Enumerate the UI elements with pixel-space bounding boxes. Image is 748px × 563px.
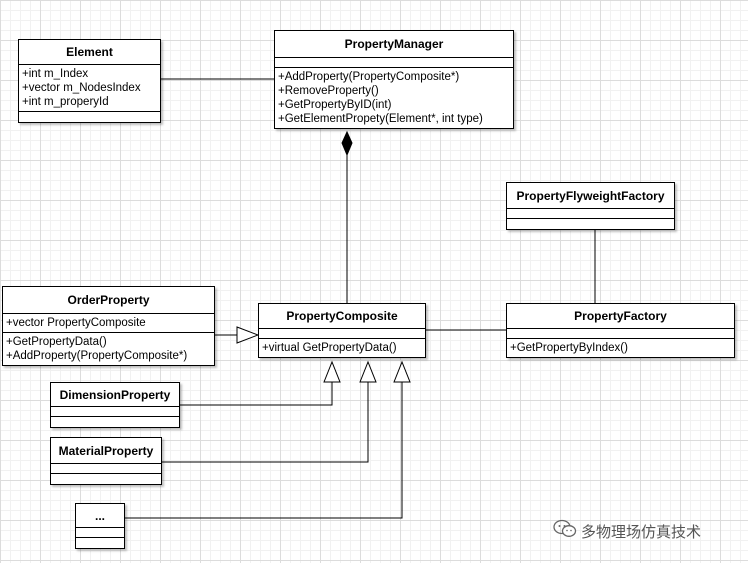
class-order-property[interactable]: OrderProperty +vector PropertyComposite … [2,286,215,366]
attributes-section [275,58,513,68]
method: +AddProperty(PropertyComposite*) [6,350,188,362]
class-name: ... [76,504,124,528]
attributes-section [507,329,734,339]
methods-section: +AddProperty(PropertyComposite*) +Remove… [275,68,513,128]
class-name: PropertyComposite [259,304,425,329]
attributes-section [51,407,179,417]
attribute: +vector PropertyComposite [6,317,146,329]
methods-section [51,417,179,427]
class-dimension-property[interactable]: DimensionProperty [50,382,180,428]
method: +GetPropertyByID(int) [278,99,392,111]
methods-section [19,112,160,122]
class-name: OrderProperty [3,287,214,314]
class-ellipsis[interactable]: ... [75,503,125,549]
composition-diamond [341,130,353,157]
method: +RemoveProperty() [278,85,379,97]
class-element[interactable]: Element +int m_Index +vector m_NodesInde… [18,39,161,123]
generalization-arrow-material [359,360,377,383]
watermark: 多物理场仿真技术 [553,519,701,543]
attributes-section [51,464,161,474]
method: +GetElementPropety(Element*, int type) [278,113,483,125]
methods-section: +GetPropertyByIndex() [507,339,734,357]
attribute: +int m_Index [22,68,89,80]
attribute: +int m_properyId [22,96,109,108]
class-name: PropertyFlyweightFactory [507,183,674,209]
method: +GetPropertyByIndex() [510,342,628,354]
class-name: MaterialProperty [51,438,161,464]
attribute: +vector m_NodesIndex [22,82,141,94]
class-name: PropertyManager [275,31,513,58]
attributes-section [507,209,674,219]
class-name: Element [19,40,160,65]
generalization-arrow-order [236,326,260,344]
generalization-arrow-ellipsis [393,360,411,383]
method: +GetPropertyData() [6,336,107,348]
wechat-icon [553,519,577,543]
class-property-flyweight-factory[interactable]: PropertyFlyweightFactory [506,182,675,230]
generalization-arrow-dimension [323,360,341,383]
class-property-composite[interactable]: PropertyComposite +virtual GetPropertyDa… [258,303,426,358]
methods-section: +virtual GetPropertyData() [259,339,425,357]
methods-section [76,538,124,548]
attributes-section: +vector PropertyComposite [3,314,214,333]
methods-section [51,474,161,484]
attributes-section [76,528,124,538]
method: +AddProperty(PropertyComposite*) [278,71,460,83]
class-property-factory[interactable]: PropertyFactory +GetPropertyByIndex() [506,303,735,358]
methods-section [507,219,674,229]
attributes-section: +int m_Index +vector m_NodesIndex +int m… [19,65,160,112]
methods-section: +GetPropertyData() +AddProperty(Property… [3,333,214,365]
class-name: PropertyFactory [507,304,734,329]
method: +virtual GetPropertyData() [262,342,397,354]
generalization-material [162,382,369,463]
generalization-ellipsis [125,382,403,519]
class-property-manager[interactable]: PropertyManager +AddProperty(PropertyCom… [274,30,514,129]
generalization-dimension [180,382,333,406]
class-name: DimensionProperty [51,383,179,407]
class-material-property[interactable]: MaterialProperty [50,437,162,485]
attributes-section [259,329,425,339]
watermark-text: 多物理场仿真技术 [581,523,702,541]
